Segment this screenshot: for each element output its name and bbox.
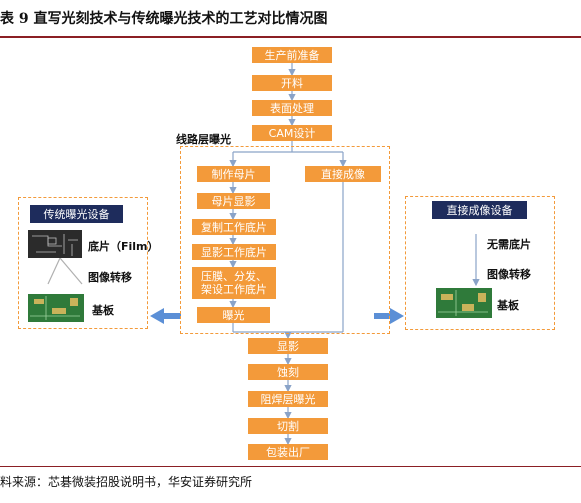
- substrate-label-right: 基板: [497, 299, 519, 312]
- step-master-develop: 母片显影: [197, 193, 270, 209]
- step-develop: 显影: [248, 338, 328, 354]
- step-cutting-material: 开料: [252, 75, 332, 91]
- step-etch: 蚀刻: [248, 364, 328, 380]
- step-preparation: 生产前准备: [252, 47, 332, 63]
- top-divider: [0, 36, 581, 38]
- step-solder-mask-exposure: 阻焊层曝光: [248, 391, 328, 407]
- step-surface-treatment: 表面处理: [252, 100, 332, 116]
- image-transfer-label-left: 图像转移: [88, 271, 132, 284]
- step-cam-design: CAM设计: [252, 125, 332, 141]
- step-laminate-set-film: 压膜、分发、架设工作底片: [192, 267, 276, 299]
- no-film-label: 无需底片: [487, 238, 531, 251]
- source-note: 料来源：芯碁微装招股说明书，华安证券研究所: [0, 475, 253, 489]
- left-arrow: [150, 308, 181, 324]
- step-packaging: 包装出厂: [248, 444, 328, 460]
- page-title: 表 9 直写光刻技术与传统曝光技术的工艺对比情况图: [0, 11, 328, 27]
- step-copy-working-film: 复制工作底片: [192, 219, 276, 235]
- circuit-layer-label: 线路层曝光: [176, 133, 231, 146]
- circuit-layer-group: [180, 146, 390, 334]
- substrate-image-right: [436, 288, 492, 318]
- substrate-label-left: 基板: [92, 304, 114, 317]
- direct-imaging-panel: [405, 196, 555, 330]
- substrate-image-left: [28, 294, 84, 322]
- step-direct-imaging: 直接成像: [305, 166, 381, 182]
- step-make-master: 制作母片: [197, 166, 270, 182]
- traditional-equipment-title: 传统曝光设备: [30, 205, 123, 223]
- bottom-divider: [0, 466, 581, 467]
- traditional-equipment-panel: [18, 197, 148, 329]
- film-image: [28, 230, 82, 258]
- direct-imaging-title: 直接成像设备: [432, 201, 527, 219]
- step-cutting: 切割: [248, 418, 328, 434]
- film-label: 底片（Film）: [88, 240, 159, 253]
- step-develop-working-film: 显影工作底片: [192, 244, 276, 260]
- image-transfer-label-right: 图像转移: [487, 268, 531, 281]
- step-exposure: 曝光: [197, 307, 270, 323]
